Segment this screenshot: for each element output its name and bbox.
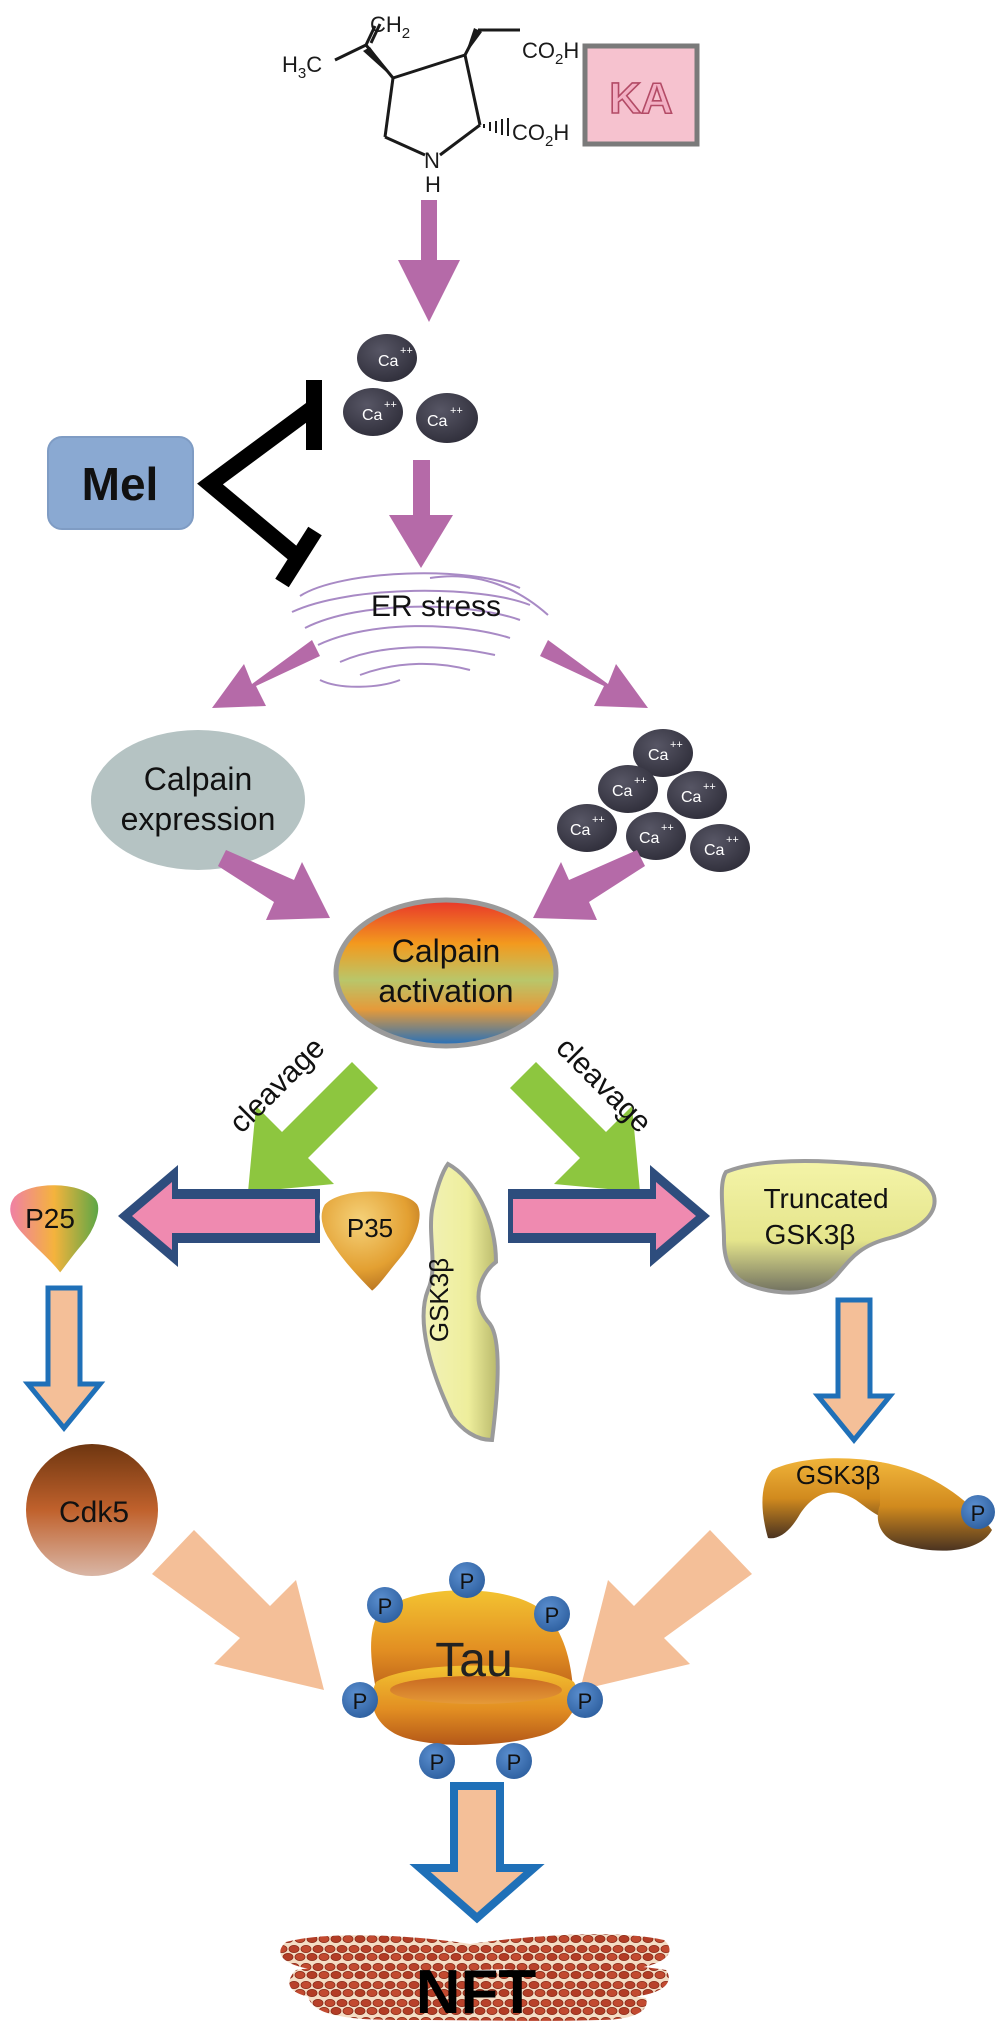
gsk3b-active-protein-tail xyxy=(877,1462,992,1551)
ch2-label: CH2 xyxy=(370,12,410,42)
tau-phosphate-groups: P P P P P P P xyxy=(342,1562,603,1779)
p25-label: P25 xyxy=(25,1203,75,1234)
co2h-top-label: CO2H xyxy=(522,38,579,68)
tau-label: Tau xyxy=(435,1634,512,1687)
nh-hydrogen-label: H xyxy=(425,172,441,197)
stereo-wedge xyxy=(363,47,393,78)
tau-phosphate-label: P xyxy=(430,1750,445,1775)
tau-phosphate-label: P xyxy=(507,1750,522,1775)
arrow-gsk3b-to-tau xyxy=(580,1530,752,1690)
calcium-label: Ca xyxy=(612,783,633,800)
arrow-p25-to-cdk5 xyxy=(22,1285,106,1432)
calpain-expression-node xyxy=(91,730,305,870)
calpain-activation-label-line1: Calpain xyxy=(392,933,501,969)
gsk3b-active-label: GSK3β xyxy=(796,1460,880,1490)
tau-protein xyxy=(371,1590,578,1745)
cdk5-label: Cdk5 xyxy=(59,1496,129,1529)
arrow-ka-to-calcium xyxy=(398,200,460,322)
calcium-charge: ++ xyxy=(661,822,674,834)
ka-box xyxy=(582,43,700,147)
arrow-cdk5-to-tau xyxy=(152,1530,324,1690)
phosphate-group xyxy=(961,1495,995,1529)
truncated-gsk3b-protein xyxy=(719,1159,937,1295)
calcium-label: Ca xyxy=(362,407,383,424)
arrow-calcium-to-er xyxy=(389,460,453,568)
calcium-label: Ca xyxy=(427,413,448,430)
kainic-acid-structure xyxy=(334,23,520,157)
nitrogen-label: N xyxy=(424,148,440,173)
mel-inhibition-lines xyxy=(197,380,322,588)
calcium-ion xyxy=(343,388,403,436)
calpain-activation-node xyxy=(333,897,559,1049)
arrow-truncated-to-active-gsk3b xyxy=(812,1297,896,1444)
calcium-label: Ca xyxy=(704,842,725,859)
calcium-ion xyxy=(557,804,617,852)
arrow-tau-to-nft xyxy=(409,1782,545,1924)
calcium-cluster-top: Ca ++ Ca ++ Ca ++ xyxy=(343,334,478,443)
arrow-gsk3b-to-truncated xyxy=(508,1165,710,1267)
calcium-charge: ++ xyxy=(400,345,413,357)
endoplasmic-reticulum xyxy=(291,572,549,688)
tau-phosphate-label: P xyxy=(378,1594,393,1619)
mel-box xyxy=(47,436,194,530)
nft-label: NFT xyxy=(416,1958,537,2023)
arrow-expression-to-activation xyxy=(218,850,330,920)
gsk3b-protein xyxy=(421,1161,500,1443)
co2h-right-label: CO2H xyxy=(512,120,569,150)
truncated-gsk3b-label-line1: Truncated xyxy=(763,1183,888,1214)
calcium-ion xyxy=(416,393,478,443)
cleavage-arrow-left xyxy=(248,1062,378,1192)
calcium-ion xyxy=(667,771,727,819)
calcium-charge: ++ xyxy=(634,775,647,787)
calcium-ion xyxy=(357,334,417,382)
stereo-wedge xyxy=(465,28,482,55)
mel-label: Mel xyxy=(82,458,159,510)
phosphate-label: P xyxy=(971,1501,986,1526)
gsk3b-active-protein xyxy=(762,1458,903,1539)
calcium-label: Ca xyxy=(378,353,399,370)
ka-label: KA xyxy=(609,74,673,123)
tau-phosphate-label: P xyxy=(460,1569,475,1594)
truncated-gsk3b-label-line2: GSK3β xyxy=(765,1219,856,1250)
arrow-er-to-calpain-expression xyxy=(212,640,320,708)
calcium-charge: ++ xyxy=(450,405,463,417)
calcium-charge: ++ xyxy=(592,814,605,826)
calcium-label: Ca xyxy=(570,822,591,839)
calcium-ion xyxy=(690,824,750,872)
calpain-activation-label-line2: activation xyxy=(378,973,513,1009)
cdk5-node xyxy=(26,1444,158,1576)
nft-tangle xyxy=(280,1934,670,2021)
calcium-cluster-right: Ca ++ Ca ++ Ca ++ Ca ++ Ca ++ Ca ++ xyxy=(557,729,750,872)
arrow-er-to-calcium-cluster xyxy=(540,640,648,708)
calcium-charge: ++ xyxy=(384,399,397,411)
calcium-charge: ++ xyxy=(703,781,716,793)
calpain-expression-label-line1: Calpain xyxy=(144,761,253,797)
arrow-calcium-to-activation xyxy=(533,850,645,920)
er-stress-label: ER stress xyxy=(371,590,501,623)
p35-label: P35 xyxy=(347,1213,393,1243)
calcium-label: Ca xyxy=(639,830,660,847)
calcium-ion xyxy=(633,729,693,777)
tau-phosphate-label: P xyxy=(353,1689,368,1714)
calcium-charge: ++ xyxy=(670,739,683,751)
tau-phosphate-label: P xyxy=(578,1689,593,1714)
tau-phosphate-label: P xyxy=(545,1603,560,1628)
calcium-label: Ca xyxy=(648,747,669,764)
calcium-ion xyxy=(598,765,658,813)
arrow-p35-to-p25 xyxy=(118,1165,320,1267)
calcium-ion xyxy=(626,812,686,860)
p35-protein xyxy=(319,1189,422,1294)
p25-protein xyxy=(8,1183,101,1276)
calcium-charge: ++ xyxy=(726,834,739,846)
h3c-label: H3C xyxy=(282,52,322,82)
gsk3b-label: GSK3β xyxy=(424,1258,454,1342)
cleavage-arrow-right xyxy=(510,1062,640,1192)
calcium-label: Ca xyxy=(681,789,702,806)
calpain-expression-label-line2: expression xyxy=(121,801,276,837)
